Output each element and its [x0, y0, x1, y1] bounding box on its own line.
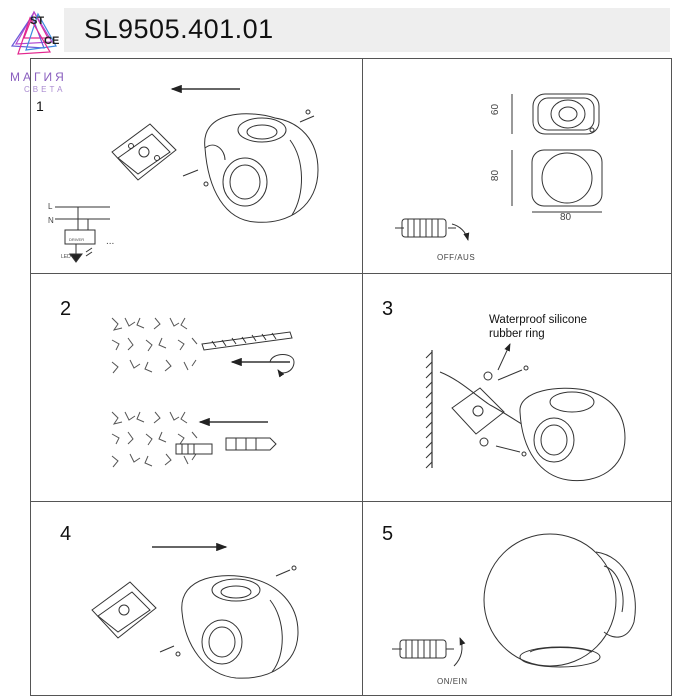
model-number: SL9505.401.01	[84, 14, 274, 44]
more-dots: ...	[106, 236, 115, 247]
switch-on-label: ON/EIN	[437, 677, 468, 686]
brand-logo: ST CE МАГИЯ СВЕТА	[4, 4, 80, 96]
silicone-ring-callout: Waterproof silicone rubber ring	[489, 313, 587, 341]
logo-sub-text: СВЕТА	[24, 85, 66, 94]
lamp-assembled-icon	[483, 533, 636, 668]
wall-texture-top	[111, 317, 198, 374]
wire-label-l: L	[48, 202, 53, 211]
step-number-5: 5	[382, 523, 394, 545]
led-label: LED	[61, 254, 71, 260]
step-number-4: 4	[60, 523, 72, 545]
grid-divider-2	[30, 501, 671, 502]
step-number-1: 1	[36, 98, 44, 114]
lamp-side-view-icon	[532, 93, 600, 135]
switch-off-label: OFF/AUS	[437, 253, 476, 262]
callout-arrow	[497, 343, 511, 371]
drill-bit-icon	[201, 331, 293, 351]
dimension-width-80: 80	[560, 212, 572, 223]
step-number-3: 3	[382, 298, 394, 320]
cable-icon	[439, 371, 529, 429]
svg-text:CE: CE	[44, 35, 59, 47]
mounting-plate-icon	[111, 123, 177, 181]
connector-on-icon	[392, 637, 466, 667]
step-number-2: 2	[60, 298, 72, 320]
lamp-body-icon	[181, 575, 299, 679]
wire-label-n: N	[48, 216, 54, 225]
grid-divider-vertical	[362, 58, 363, 695]
silicone-ring-icon	[483, 371, 493, 381]
logo-brand-text: МАГИЯ	[10, 70, 67, 84]
title-bar	[64, 8, 670, 52]
callout-line-1: Waterproof silicone	[489, 314, 588, 326]
wall-plug-icon	[175, 437, 277, 455]
connector-off-icon	[395, 218, 470, 241]
mounting-plate-icon	[451, 387, 505, 435]
instruction-grid	[30, 58, 672, 696]
screw-icon	[182, 109, 315, 187]
lamp-body-icon	[204, 113, 319, 223]
svg-text:ST: ST	[30, 15, 44, 27]
mounting-plate-icon	[91, 581, 157, 639]
grid-divider-1	[30, 273, 671, 274]
driver-label: DRIVER	[69, 237, 85, 242]
logo-star-icon: ST CE	[10, 10, 59, 55]
lamp-front-view-icon	[531, 149, 603, 207]
wiring-diagram	[55, 206, 110, 263]
callout-line-2: rubber ring	[489, 328, 545, 340]
wall-texture-bottom	[111, 411, 198, 468]
rotate-icon	[269, 354, 295, 378]
lamp-body-icon	[519, 387, 626, 482]
